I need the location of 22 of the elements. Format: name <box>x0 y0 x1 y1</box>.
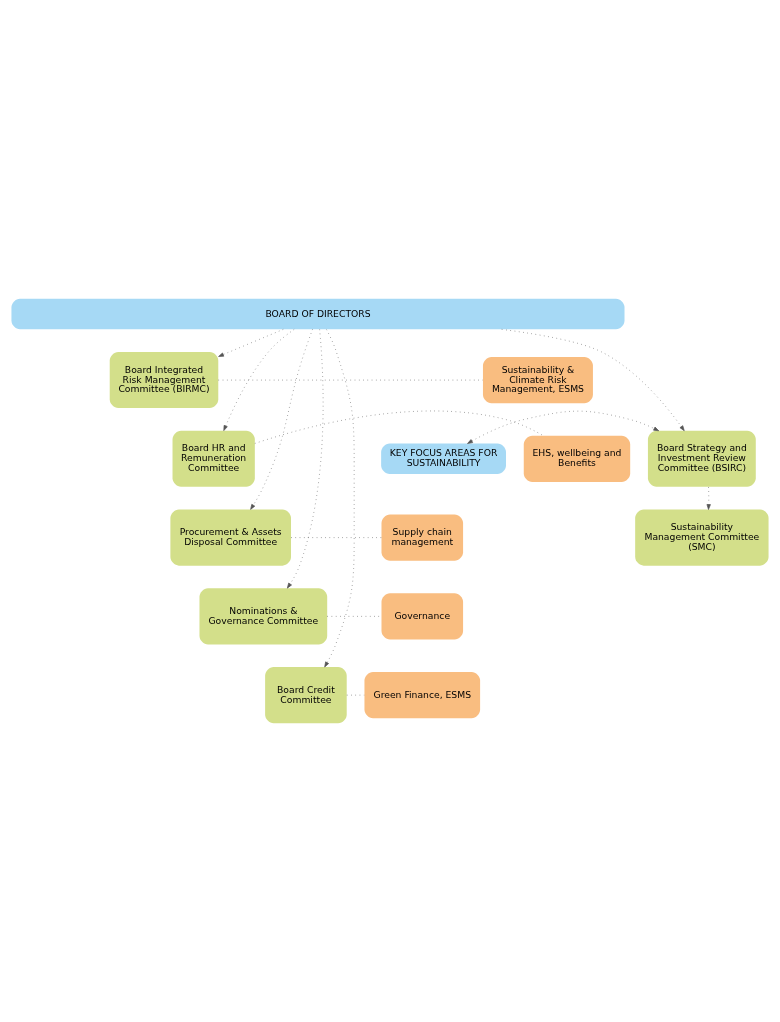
arrow <box>467 410 660 444</box>
arrow <box>223 329 295 431</box>
arrow <box>501 329 685 432</box>
node-box: EHS, wellbeing and Benefits <box>523 435 631 482</box>
node-box: Board Integrated Risk Management Committee (BIRMC) <box>109 352 219 409</box>
node-box: Board Credit Committee <box>265 667 347 724</box>
node-box: Board HR and Remuneration Committee <box>172 430 255 487</box>
node-box: Board Strategy and Investment Review Committee (BSIRC) <box>647 430 756 487</box>
node-box: BOARD OF DIRECTORS <box>11 298 625 330</box>
node-box: Procurement & Assets Disposal Committee <box>170 509 291 566</box>
arrow <box>324 329 355 668</box>
node-box: KEY FOCUS AREAS FOR SUSTAINABILITY <box>381 443 506 475</box>
node-box: Sustainability & Climate Risk Management, ESMS <box>482 357 593 404</box>
node-box: Sustainability Management Committee (SMC) <box>635 509 769 566</box>
arrow <box>250 329 313 510</box>
arrow <box>706 486 711 510</box>
arrow <box>218 329 284 357</box>
connector <box>254 410 544 444</box>
node-box: Governance <box>381 593 464 640</box>
node-box: Supply chain management <box>381 514 464 561</box>
node-box: Nominations & Governance Committee <box>199 588 328 645</box>
node-box: Green Finance, ESMS <box>364 672 481 719</box>
